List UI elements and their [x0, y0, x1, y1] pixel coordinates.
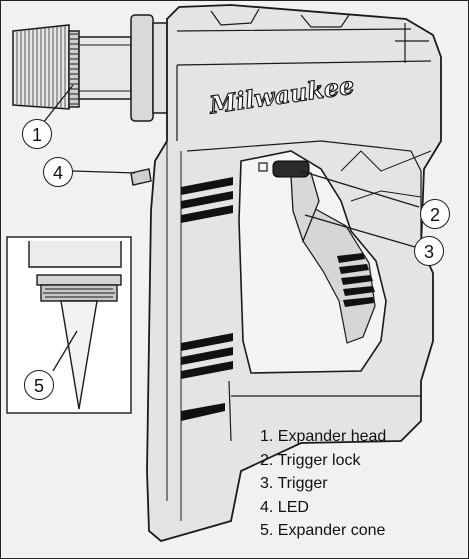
vent-slots	[181, 177, 233, 421]
leader-lines	[42, 84, 420, 372]
legend-item: 5. Expander cone	[260, 522, 386, 539]
cone-detail-inset	[6, 236, 132, 414]
expander-head	[12, 14, 168, 122]
legend-item: 3. Trigger	[260, 475, 328, 492]
brand-logo-text: Milwaukee	[207, 75, 356, 115]
brand-logo: Milwaukee	[206, 75, 356, 115]
led	[130, 168, 152, 186]
trigger-lock	[272, 160, 310, 178]
callout-2-trigger-lock: 2	[420, 199, 450, 229]
parts-legend: 1. Expander head 2. Trigger lock 3. Trig…	[260, 425, 386, 543]
callout-3-trigger: 3	[414, 236, 444, 266]
callout-1-expander-head: 1	[22, 119, 52, 149]
legend-item: 4. LED	[260, 498, 309, 516]
legend-item: 2. Trigger lock	[260, 451, 361, 469]
legend-item: 1. Expander head	[260, 428, 387, 445]
callout-4-led: 4	[43, 157, 73, 187]
grip-texture	[337, 253, 375, 307]
callout-5-expander-cone: 5	[24, 370, 54, 400]
